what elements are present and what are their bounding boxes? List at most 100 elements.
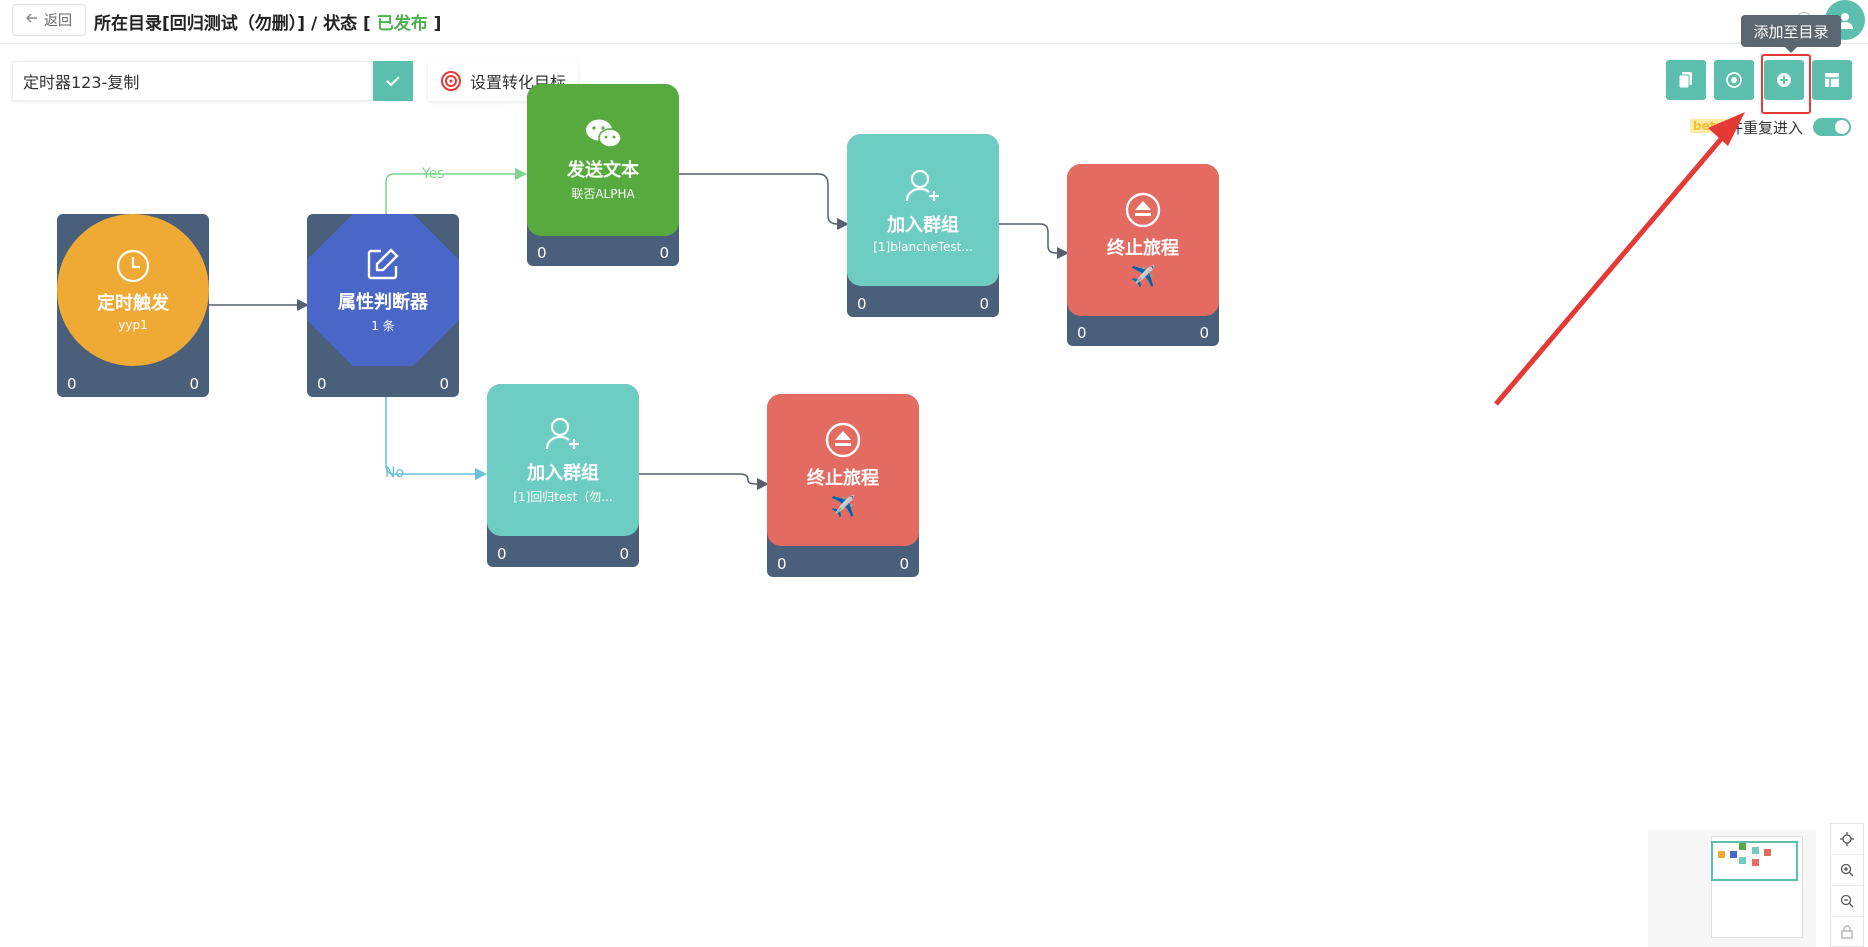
highlight-box [1761,54,1811,114]
node-count-left: 0 [317,375,327,393]
node-join-group-2[interactable]: 加入群组 [1]回归test（勿... 0 0 [487,384,639,567]
reset-view-button[interactable] [1831,917,1863,947]
eject-icon [1125,192,1161,228]
target-icon [441,71,461,91]
edge-yes [385,168,527,214]
wechat-icon [586,119,622,148]
node-count-right: 0 [1199,324,1209,342]
locate-icon [1840,832,1854,846]
lock-icon [1841,925,1853,939]
node-body: 定时触发 yyp1 [57,214,209,366]
breadcrumb-end: ] [427,14,442,34]
record-icon [1726,72,1742,88]
node-body: 属性判断器 1 条 [307,214,459,366]
plane-icon: ✈️ [830,494,856,518]
minimap-node [1718,851,1725,858]
back-button[interactable]: 返回 [12,4,86,36]
node-title: 属性判断器 [338,292,428,313]
node-body: 加入群组 [1]回归test（勿... [487,384,639,536]
toggle-knob [1835,120,1849,134]
tooltip: 添加至目录 [1741,15,1841,53]
node-body: 终止旅程 ✈️ [767,394,919,546]
edge-label-no: No [385,465,405,481]
edge-no [385,396,487,480]
minimap-node [1764,849,1771,856]
node-title: 终止旅程 [1107,238,1179,259]
plus-circle-icon [1777,73,1791,87]
allow-repeat-label: 许重复进入 [1728,119,1804,137]
minimap-node [1739,857,1746,864]
zoom-out-button[interactable] [1831,886,1863,917]
node-subtitle: yyp1 [118,317,148,332]
user-icon [1837,13,1853,29]
breadcrumb: 所在目录[回归测试（勿删）] / 状态 [ 已发布 ] [94,9,441,34]
user-add-icon [905,169,939,201]
edge-group2-end2 [639,473,769,490]
add-to-catalog-button[interactable] [1764,60,1804,100]
eject-icon [825,422,861,458]
minimap-node [1752,859,1759,866]
plane-icon: ✈️ [1130,264,1156,288]
edge-group-end [999,223,1069,259]
node-count-left: 0 [67,375,77,393]
allow-repeat-toggle[interactable] [1813,118,1851,136]
minimap-node [1752,847,1759,854]
check-icon [386,76,400,87]
node-count-right: 0 [979,295,989,313]
node-end-journey-2[interactable]: 终止旅程 ✈️ 0 0 [767,394,919,577]
record-button[interactable] [1714,60,1754,100]
node-title: 加入群组 [527,463,599,484]
user-add-icon [545,417,579,450]
minimap-node [1739,843,1746,850]
node-timer-trigger[interactable]: 定时触发 yyp1 0 0 [57,214,209,397]
node-subtitle: [1]回归test（勿... [513,490,613,504]
edge-send-group [679,173,849,230]
arrow-left-icon [26,12,38,28]
node-title: 加入群组 [887,214,959,236]
header-bar [0,0,1868,44]
node-join-group-1[interactable]: 加入群组 [1]blancheTest... 0 0 [847,134,999,317]
copy-button[interactable] [1666,60,1706,100]
node-count-left: 0 [857,295,867,313]
node-count-left: 0 [537,244,547,262]
node-count-right: 0 [899,555,909,573]
node-subtitle: 1 条 [371,319,395,333]
node-count-right: 0 [439,375,449,393]
node-count-left: 0 [497,545,507,563]
minimap-node [1730,851,1737,858]
node-subtitle: 联否ALPHA [571,187,635,201]
locate-button[interactable] [1831,824,1863,855]
layout-button[interactable] [1812,60,1852,100]
node-title: 终止旅程 [807,468,879,489]
edge-label-yes: Yes [422,166,445,182]
node-count-right: 0 [619,545,629,563]
node-attribute-judge[interactable]: 属性判断器 1 条 0 0 [307,214,459,397]
copy-icon [1678,72,1692,89]
node-subtitle: [1]blancheTest... [873,239,973,254]
annotation-arrowhead [1708,112,1745,146]
node-title: 定时触发 [97,292,169,314]
zoom-controls [1830,823,1864,947]
node-count-right: 0 [659,244,669,262]
node-body: 加入群组 [1]blancheTest... [847,134,999,286]
status-badge: 已发布 [376,14,428,34]
node-body: 发送文本 联否ALPHA [527,84,679,236]
layout-icon [1825,73,1839,87]
minimap-viewport[interactable] [1711,841,1798,881]
clock-icon [116,249,150,282]
journey-name-input[interactable] [12,61,372,101]
edit-icon [367,248,399,280]
confirm-button[interactable] [373,61,413,101]
breadcrumb-text: 所在目录[回归测试（勿删）] / 状态 [ [94,14,377,34]
node-end-journey-1[interactable]: 终止旅程 ✈️ 0 0 [1067,164,1219,346]
zoom-in-button[interactable] [1831,855,1863,886]
node-count-left: 0 [1077,324,1087,342]
node-count-right: 0 [189,375,199,393]
node-send-text[interactable]: 发送文本 联否ALPHA 0 0 [527,84,679,266]
zoom-out-icon [1840,894,1854,908]
zoom-in-icon [1840,863,1854,877]
node-body: 终止旅程 ✈️ [1067,164,1219,316]
annotation-arrow [1494,130,1729,406]
node-title: 发送文本 [567,160,639,181]
